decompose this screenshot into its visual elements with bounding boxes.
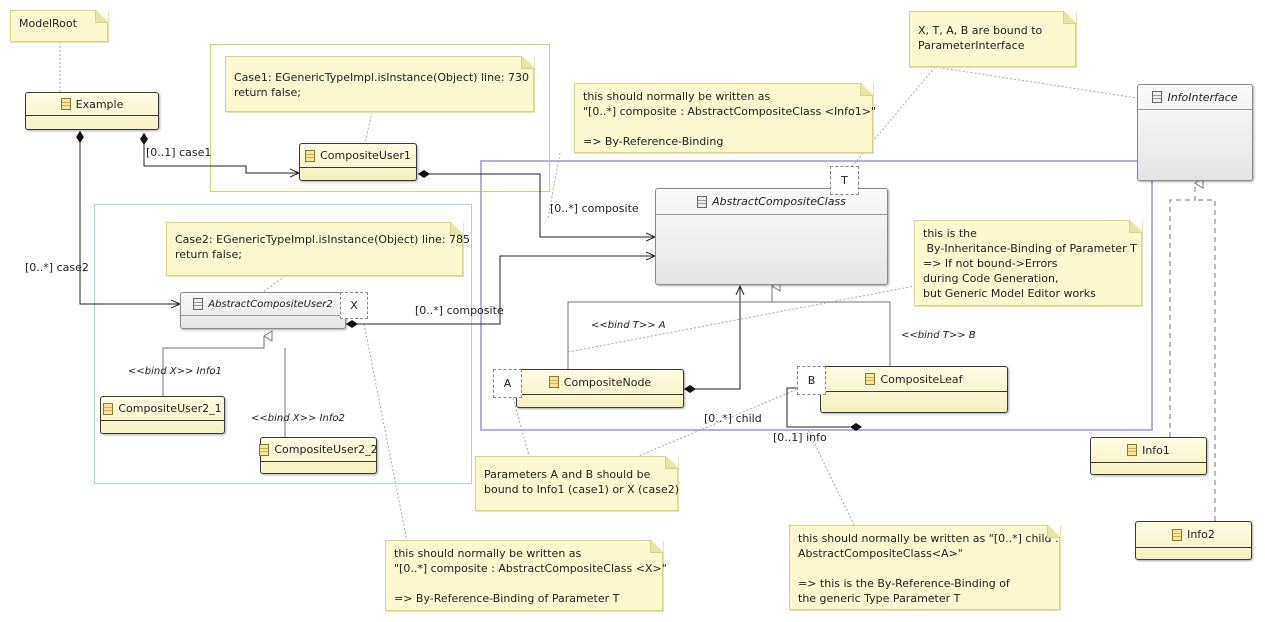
- label-bind-t-b: <<bind T>> B: [901, 330, 976, 341]
- interface-icon: [1152, 91, 1163, 103]
- label-bind-x-info1: <<bind X>> Info1: [128, 366, 222, 377]
- class-icon: [865, 373, 876, 385]
- abstract-class-icon: [697, 195, 708, 208]
- class-name: CompositeNode: [563, 375, 652, 389]
- class-name: CompositeLeaf: [880, 372, 963, 386]
- association-lines: [80, 131, 850, 427]
- class-abstract-composite-class[interactable]: AbstractCompositeClass: [655, 188, 888, 285]
- class-info2[interactable]: Info2: [1135, 521, 1252, 560]
- class-name: AbstractCompositeClass: [712, 195, 846, 208]
- case2-frame: [94, 204, 472, 484]
- class-composite-user1[interactable]: CompositeUser1: [299, 143, 417, 181]
- note-bound-params: X, T, A, B are bound to ParameterInterfa…: [909, 11, 1076, 67]
- abstract-class-icon: [193, 298, 204, 310]
- class-icon: [103, 402, 114, 415]
- class-icon: [259, 443, 270, 456]
- note-params-ab: Parameters A and B should be bound to In…: [475, 456, 679, 511]
- class-name: Example: [75, 97, 124, 111]
- class-composite-user2-2[interactable]: CompositeUser2_2: [259, 437, 378, 474]
- realization-lines: [1169, 177, 1216, 521]
- class-name: Info2: [1187, 528, 1215, 541]
- note-model-root: ModelRoot: [10, 10, 108, 42]
- label-child: [0..*] child: [704, 412, 762, 425]
- note-inheritance-binding: this is the By-Inheritance-Binding of Pa…: [914, 220, 1142, 306]
- label-case1: [0..1] case1: [146, 146, 212, 159]
- type-parameter-a[interactable]: A: [493, 369, 522, 398]
- class-name: CompositeUser1: [320, 149, 411, 162]
- class-name: CompositeUser2_1: [118, 402, 222, 415]
- case1-frame: [210, 44, 550, 192]
- label-composite-top: [0..*] composite: [550, 202, 639, 215]
- class-name: InfoInterface: [1167, 90, 1238, 104]
- class-composite-leaf[interactable]: CompositeLeaf: [820, 366, 1008, 413]
- label-composite-left: [0..*] composite: [415, 304, 504, 317]
- class-icon: [1172, 528, 1183, 541]
- generalization-lines: [162, 280, 891, 437]
- class-info1[interactable]: Info1: [1090, 437, 1207, 475]
- note-case2: Case2: EGenericTypeImpl.isInstance(Objec…: [166, 222, 470, 276]
- label-bind-x-info2: <<bind X>> Info2: [251, 413, 345, 424]
- interface-info-interface[interactable]: InfoInterface: [1137, 84, 1253, 181]
- class-name: CompositeUser2_2: [274, 443, 378, 456]
- type-parameter-t[interactable]: T: [830, 166, 859, 195]
- class-composite-user2-1[interactable]: CompositeUser2_1: [100, 396, 225, 434]
- class-example[interactable]: Example: [25, 92, 159, 130]
- label-case2: [0..*] case2: [25, 261, 89, 274]
- class-abstract-composite-user2[interactable]: AbstractCompositeUser2: [180, 292, 346, 329]
- label-bind-t-a: <<bind T>> A: [591, 320, 666, 331]
- class-composite-node[interactable]: CompositeNode: [516, 369, 684, 408]
- note-ref-binding-info1: this should normally be written as "[0..…: [574, 83, 876, 153]
- class-name: AbstractCompositeUser2: [208, 298, 333, 310]
- type-parameter-x[interactable]: X: [340, 292, 368, 319]
- label-info: [0..1] info: [773, 431, 827, 444]
- type-parameter-b[interactable]: B: [797, 366, 826, 395]
- class-name: Info1: [1142, 443, 1170, 457]
- class-icon: [60, 98, 71, 110]
- note-case1: Case1: EGenericTypeImpl.isInstance(Objec…: [225, 56, 534, 112]
- class-icon: [548, 376, 559, 388]
- note-child-binding: this should normally be written as "[0..…: [789, 525, 1060, 610]
- note-ref-binding-x: this should normally be written as "[0..…: [385, 540, 667, 611]
- class-icon: [1127, 444, 1138, 456]
- class-icon: [305, 149, 316, 162]
